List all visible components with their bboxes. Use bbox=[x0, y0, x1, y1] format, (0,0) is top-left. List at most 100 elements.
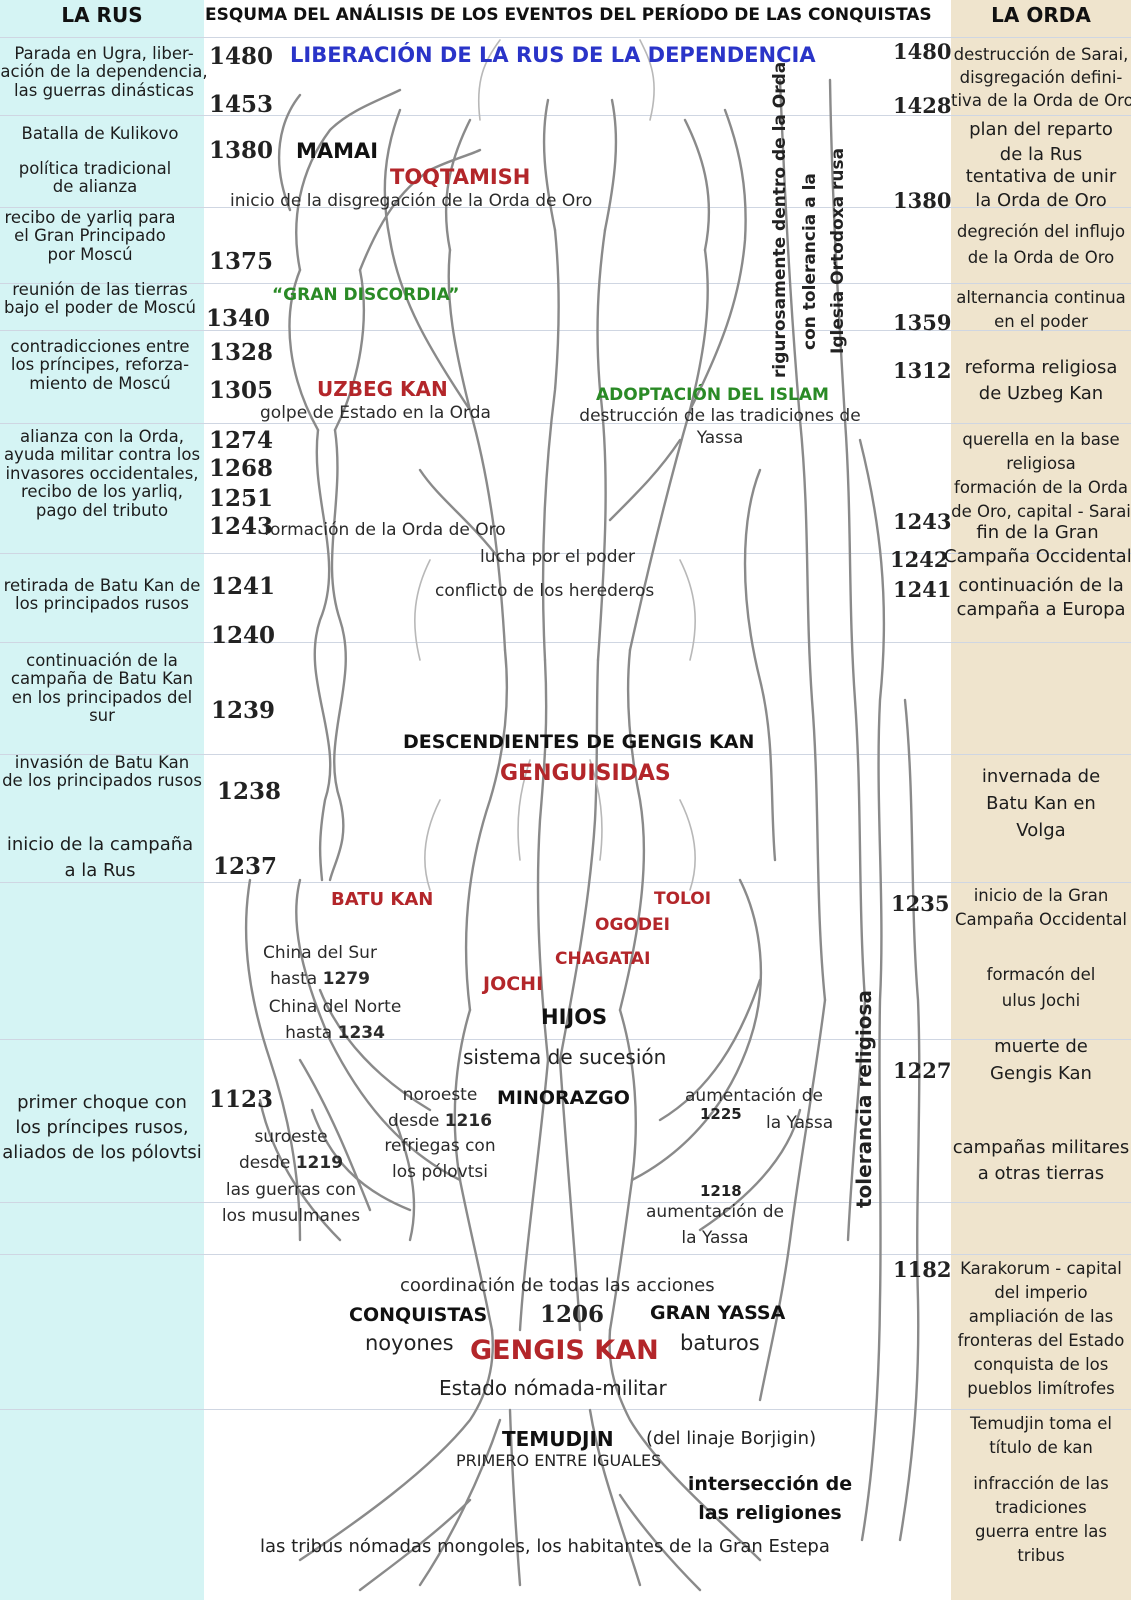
label-temudjin: TEMUDJIN bbox=[502, 1427, 614, 1451]
note-line: invernada de bbox=[981, 766, 1101, 787]
note-line: formación de la Orda bbox=[954, 478, 1128, 497]
note-line: infracción de las bbox=[973, 1474, 1109, 1493]
note-line: degreción del influjo bbox=[956, 222, 1126, 241]
note-line: los príncipes, reforza- bbox=[10, 355, 190, 375]
label-year-1218: 1218 bbox=[700, 1182, 742, 1200]
ruled-line bbox=[0, 553, 1131, 554]
year-label: 1182 bbox=[893, 1257, 952, 1282]
note-line: los pólovtsi bbox=[391, 1161, 488, 1182]
note-line: política tradicional bbox=[18, 159, 172, 178]
orda-column-band bbox=[951, 0, 1131, 1600]
note-line: suroeste bbox=[254, 1127, 328, 1147]
label-year-1206: 1206 bbox=[540, 1301, 605, 1328]
note-contradicciones: contradicciones entre los príncipes, ref… bbox=[0, 337, 200, 393]
year-label: 1428 bbox=[893, 93, 952, 118]
label-hijos: HIJOS bbox=[541, 1005, 608, 1029]
note-invernada: invernada de Batu Kan en Volga bbox=[951, 763, 1131, 844]
note-line: los príncipes rusos, bbox=[15, 1117, 189, 1139]
label-islam: ADOPTACIÓN DEL ISLAM bbox=[596, 385, 829, 405]
note-querella: querella en la base religiosa bbox=[951, 428, 1131, 476]
note-fin: fin de la Gran Campaña Occidental bbox=[944, 521, 1131, 570]
year-label: 1312 bbox=[893, 358, 952, 383]
note-line: plan del reparto bbox=[969, 119, 1113, 140]
note-line: disgregación defini- bbox=[959, 68, 1123, 88]
note-line: rigurosamente dentro de la Orda bbox=[770, 61, 790, 378]
note-continuacion: continuación de la campaña de Batu Kan e… bbox=[0, 651, 204, 726]
note-line: Yassa bbox=[696, 427, 744, 448]
note-line: pueblos limítrofes bbox=[967, 1378, 1115, 1398]
year-label: 1274 bbox=[209, 427, 274, 454]
note-line: tentativa de unir bbox=[965, 166, 1117, 187]
year-label: 1237 bbox=[213, 853, 278, 880]
note-line: la Orda de Oro bbox=[975, 190, 1107, 212]
note-alternancia: alternancia continua en el poder bbox=[951, 286, 1131, 334]
note-ugra: Parada en Ugra, liber- ación de la depen… bbox=[0, 44, 208, 100]
note-line: querella en la base bbox=[962, 430, 1120, 449]
note-line: del imperio bbox=[994, 1282, 1088, 1302]
label-tribus: las tribus nómadas mongoles, los habitan… bbox=[260, 1536, 830, 1557]
ruled-line bbox=[0, 207, 1131, 208]
note-line: de Oro, capital - Sarai bbox=[951, 501, 1131, 521]
note-alianza: política tradicional de alianza bbox=[0, 159, 190, 197]
note-reparto: plan del reparto de la Rus bbox=[951, 117, 1131, 167]
header-right: LA ORDA bbox=[991, 3, 1091, 27]
label-toqtamish: TOQTAMISH bbox=[390, 165, 531, 189]
year-label: 1240 bbox=[211, 622, 276, 649]
label-golpe: golpe de Estado en la Orda bbox=[260, 403, 491, 423]
header-left: LA RUS bbox=[61, 3, 143, 27]
note-line: las guerras dinásticas bbox=[14, 80, 194, 100]
note-line: la Yassa bbox=[681, 1227, 749, 1248]
label-year-1225: 1225 bbox=[700, 1105, 742, 1123]
note-line: campaña de Batu Kan bbox=[10, 669, 194, 689]
year-label: 1328 bbox=[209, 339, 274, 366]
note-line: recibo de los yarliq, bbox=[21, 482, 183, 502]
note-reforma: reforma religiosa de Uzbeg Kan bbox=[951, 355, 1131, 407]
note-line: retirada de Batu Kan de bbox=[3, 576, 201, 595]
note-line: sur bbox=[89, 706, 115, 726]
note-line: reforma religiosa bbox=[964, 357, 1118, 378]
year-label: 1380 bbox=[209, 137, 274, 164]
note-line: Karakorum - capital bbox=[960, 1259, 1122, 1278]
note-line: Iglesia Ortodoxa rusa bbox=[828, 147, 848, 354]
note-line: continuación de la bbox=[958, 575, 1124, 596]
note-line: por Moscú bbox=[47, 244, 133, 264]
note-degrecion: degreción del influjo de la Orda de Oro bbox=[951, 219, 1131, 270]
note-ulus: formacón del ulus Jochi bbox=[951, 962, 1131, 1013]
label-lucha: lucha por el poder bbox=[480, 547, 636, 567]
note-line: a la Rus bbox=[64, 860, 136, 882]
note-line: reunión de las tierras bbox=[12, 280, 188, 299]
label-minorazgo: MINORAZGO bbox=[497, 1087, 630, 1109]
label-chagatai: CHAGATAI bbox=[555, 949, 651, 969]
note-line: alianza con la Orda, bbox=[20, 427, 184, 446]
note-line: ación de la dependencia, bbox=[0, 62, 208, 82]
note-sarai: destrucción de Sarai, disgregación defin… bbox=[951, 43, 1131, 112]
label-sucesion: sistema de sucesión bbox=[463, 1045, 667, 1069]
label-vertical-tolerancia-a: con tolerancia a la bbox=[800, 173, 820, 350]
label-ogodei: OGODEI bbox=[595, 915, 670, 935]
year-label: 1340 bbox=[206, 305, 271, 332]
note-line: de los principados rusos bbox=[2, 771, 202, 791]
note-line: de Uzbeg Kan bbox=[978, 383, 1104, 405]
note-line: contradicciones entre bbox=[10, 337, 190, 356]
note-word: hasta bbox=[285, 1023, 333, 1044]
note-line: China del Sur bbox=[263, 943, 377, 963]
note-line: destrucción de las tradiciones de bbox=[579, 406, 861, 426]
ruled-line bbox=[0, 37, 1131, 38]
note-line: conquista de los bbox=[973, 1354, 1109, 1374]
year-label: 1359 bbox=[893, 310, 952, 335]
ruled-line bbox=[0, 423, 1131, 424]
year-label: 1242 bbox=[890, 547, 949, 572]
label-liberacion: LIBERACIÓN DE LA RUS DE LA DEPENDENCIA bbox=[290, 43, 816, 67]
note-reunion: reunión de las tierras bajo el poder de … bbox=[0, 280, 200, 318]
year-label: 1235 bbox=[891, 891, 950, 916]
note-line: China del Norte bbox=[268, 997, 402, 1017]
label-interseccion: intersección de las religiones bbox=[682, 1470, 858, 1529]
label-mamai: MAMAI bbox=[296, 139, 379, 163]
note-line: ayuda militar contra los bbox=[3, 445, 201, 465]
note-line: campañas militares bbox=[952, 1137, 1130, 1158]
label-noroeste: noroeste desde 1216 refriegas con los pó… bbox=[375, 1083, 505, 1185]
note-year: 1216 bbox=[444, 1110, 493, 1131]
note-inicio: inicio de la campaña a la Rus bbox=[0, 832, 200, 884]
note-formacion: formación de la Orda de Oro, capital - S… bbox=[951, 476, 1131, 524]
year-label: 1305 bbox=[209, 377, 274, 404]
